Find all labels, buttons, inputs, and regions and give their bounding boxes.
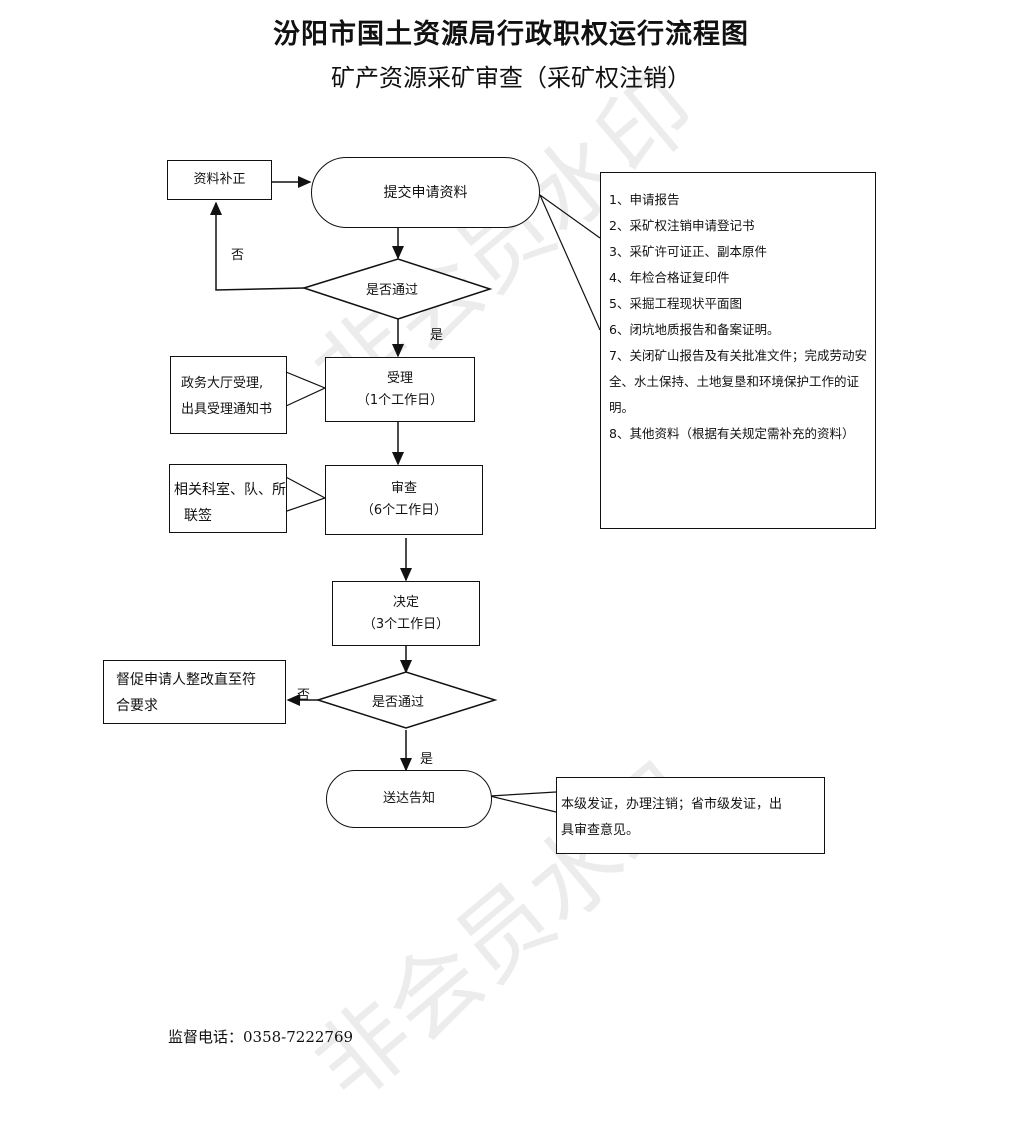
rectify-note: 督促申请人整改直至符 合要求 xyxy=(103,660,286,724)
decide-title: 决定 xyxy=(392,594,419,610)
material-item: 5、采掘工程现状平面图 xyxy=(609,296,742,311)
material-item: 1、申请报告 xyxy=(609,192,680,207)
deliver-node: 送达告知 xyxy=(326,770,492,828)
material-item: 2、采矿权注销申请登记书 xyxy=(609,218,755,233)
no-label-2: 否 xyxy=(297,688,311,703)
page-title: 汾阳市国土资源局行政职权运行流程图 xyxy=(273,19,749,50)
material-item: 6、闭坑地质报告和备案证明。 xyxy=(609,322,780,337)
accept-days: （1个工作日） xyxy=(356,392,444,408)
review-note: 相关科室、队、所 联签 xyxy=(169,464,287,533)
deliver-note: 本级发证，办理注销；省市级发证，出 具审查意见。 xyxy=(556,777,825,854)
material-item: 4、年检合格证复印件 xyxy=(609,270,730,285)
supervision-hotline: 监督电话：0358-7222769 xyxy=(168,1028,354,1046)
check1-label: 是否通过 xyxy=(366,283,419,298)
deliver-note-line: 具审查意见。 xyxy=(561,823,640,838)
yes-label-2: 是 xyxy=(420,752,434,767)
accept-note-line: 政务大厅受理, xyxy=(181,376,264,391)
decide-node: 决定 （3个工作日） xyxy=(332,581,480,646)
rectify-note-line: 合要求 xyxy=(116,698,158,714)
material-item: 7、关闭矿山报告及有关批准文件；完成劳动安全、水土保持、土地复垦和环境保护工作的… xyxy=(609,348,867,415)
decision-diamond-2 xyxy=(315,671,498,729)
accept-note-line: 出具受理通知书 xyxy=(181,402,273,417)
review-days: （6个工作日） xyxy=(360,503,448,518)
arrow-check1-no-to-supplement xyxy=(210,201,305,291)
review-note-line: 联签 xyxy=(184,508,212,524)
rectify-note-line: 督促申请人整改直至符 xyxy=(116,672,256,688)
decide-days: （3个工作日） xyxy=(362,616,450,632)
check2-label: 是否通过 xyxy=(372,695,425,710)
callout-deliver-note xyxy=(489,791,557,813)
decision-diamond-1 xyxy=(301,258,493,320)
callout-materials xyxy=(538,193,601,331)
page-subtitle: 矿产资源采矿审查（采矿权注销） xyxy=(331,64,691,92)
submit-node: 提交申请资料 xyxy=(311,157,540,228)
material-item: 3、采矿许可证正、副本原件 xyxy=(609,244,767,259)
supplement-label: 资料补正 xyxy=(193,172,246,187)
accept-note: 政务大厅受理, 出具受理通知书 xyxy=(170,356,287,434)
material-item: 8、其他资料（根据有关规定需补充的资料） xyxy=(609,426,855,441)
deliver-label: 送达告知 xyxy=(382,791,435,806)
accept-node: 受理 （1个工作日） xyxy=(325,357,475,422)
review-node: 审查 （6个工作日） xyxy=(325,465,483,535)
flowchart-connectors xyxy=(210,176,601,813)
accept-title: 受理 xyxy=(386,370,413,386)
deliver-note-line: 本级发证，办理注销；省市级发证，出 xyxy=(561,797,783,812)
materials-list: 1、申请报告 2、采矿权注销申请登记书 3、采矿许可证正、副本原件 4、年检合格… xyxy=(600,172,876,529)
supplement-box: 资料补正 xyxy=(167,160,272,200)
yes-label-1: 是 xyxy=(430,328,444,343)
callout-review-note xyxy=(283,475,327,513)
review-note-line: 相关科室、队、所 xyxy=(174,482,286,498)
no-label-1: 否 xyxy=(231,248,245,263)
callout-accept-note xyxy=(285,371,327,407)
review-title: 审查 xyxy=(390,481,417,496)
submit-label: 提交申请资料 xyxy=(383,184,468,201)
